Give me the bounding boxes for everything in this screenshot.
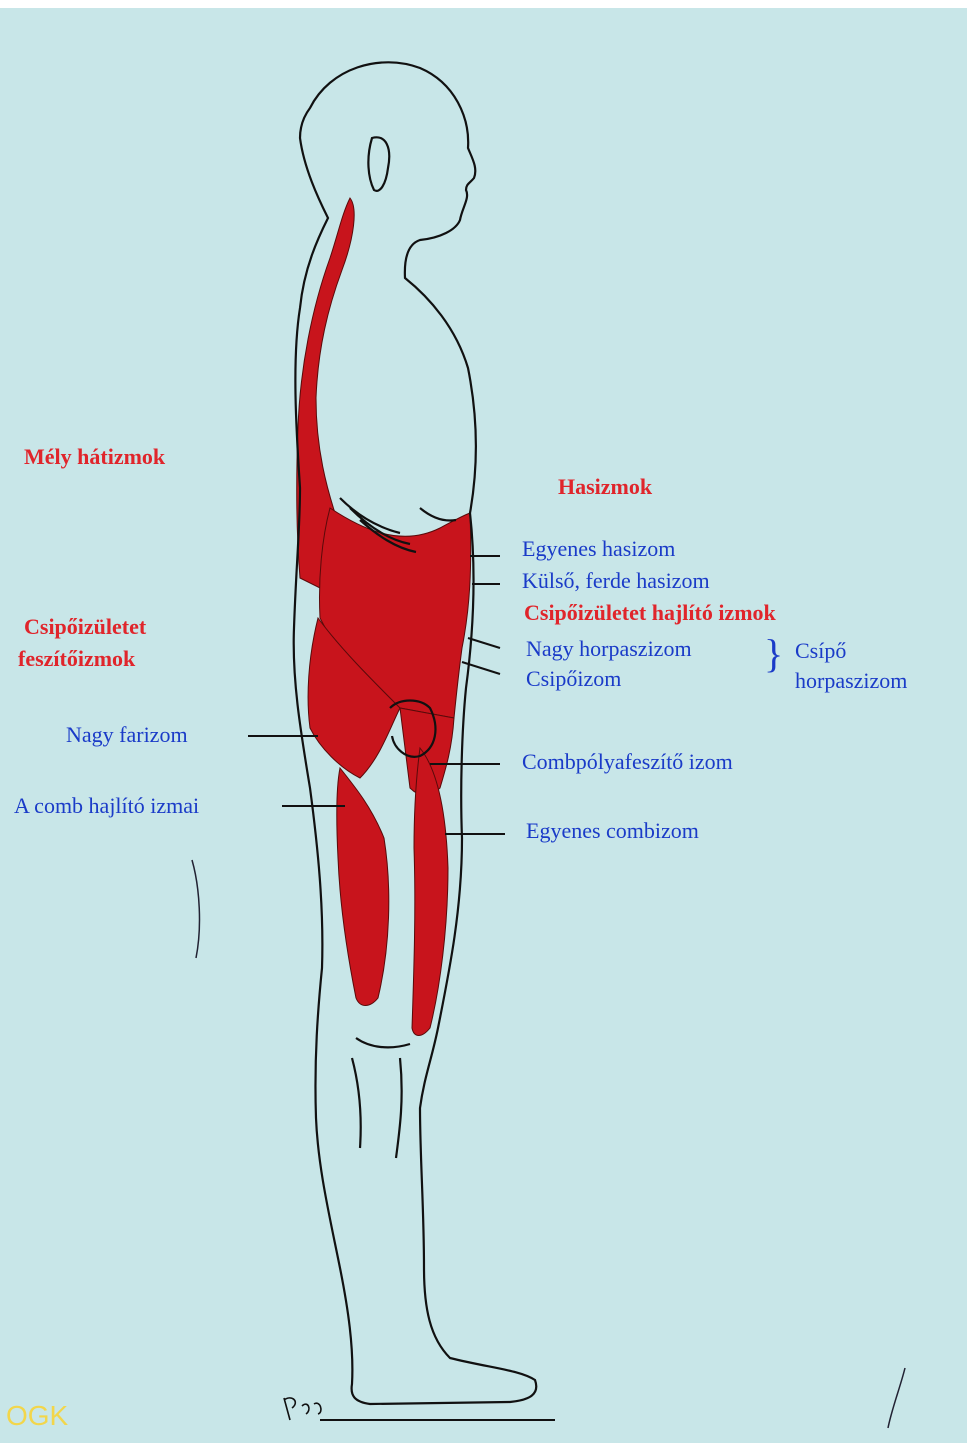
label-egyenes-hasizom: Egyenes hasizom <box>522 538 675 560</box>
label-comb-hajlito: A comb hajlító izmai <box>14 795 199 817</box>
label-nagy-farizom: Nagy farizom <box>66 724 188 746</box>
label-combpolyafeszito: Combpólyafeszítő izom <box>522 751 733 773</box>
thigh-front-muscles <box>412 748 448 1036</box>
ear <box>368 137 389 191</box>
artist-signature <box>284 1398 321 1420</box>
watermark-ogk: OGK <box>6 1400 68 1432</box>
brace-icon: } <box>764 634 783 674</box>
label-nagy-harpaszizom: Nagy horpaszizom <box>526 638 692 660</box>
label-hasizmok: Hasizmok <box>558 476 652 498</box>
label-csipoizom: Csipőizom <box>526 668 621 690</box>
muscle-group <box>297 198 471 1036</box>
label-csipo: Csípő <box>795 640 846 662</box>
label-kulso-ferde-hasizom: Külső, ferde hasizom <box>522 570 710 592</box>
label-csipoizuletet-feszito-line2: feszítőizmok <box>18 648 135 670</box>
slide-scratch <box>888 1368 905 1428</box>
label-horpaszizom: horpaszizom <box>795 670 907 692</box>
label-csipoizuletet-hajlito: Csipőizületet hajlító izmok <box>524 602 776 624</box>
hamstrings <box>337 768 389 1006</box>
knee-line <box>352 1038 410 1158</box>
anatomy-slide: Mély hátizmok Hasizmok Egyenes hasizom K… <box>0 8 967 1443</box>
slide-scratch <box>192 860 199 958</box>
label-egyenes-combizom: Egyenes combizom <box>526 820 699 842</box>
label-mely-hatizmok: Mély hátizmok <box>24 446 165 468</box>
label-csipoizuletet-feszito-line1: Csipőizületet <box>24 616 146 638</box>
